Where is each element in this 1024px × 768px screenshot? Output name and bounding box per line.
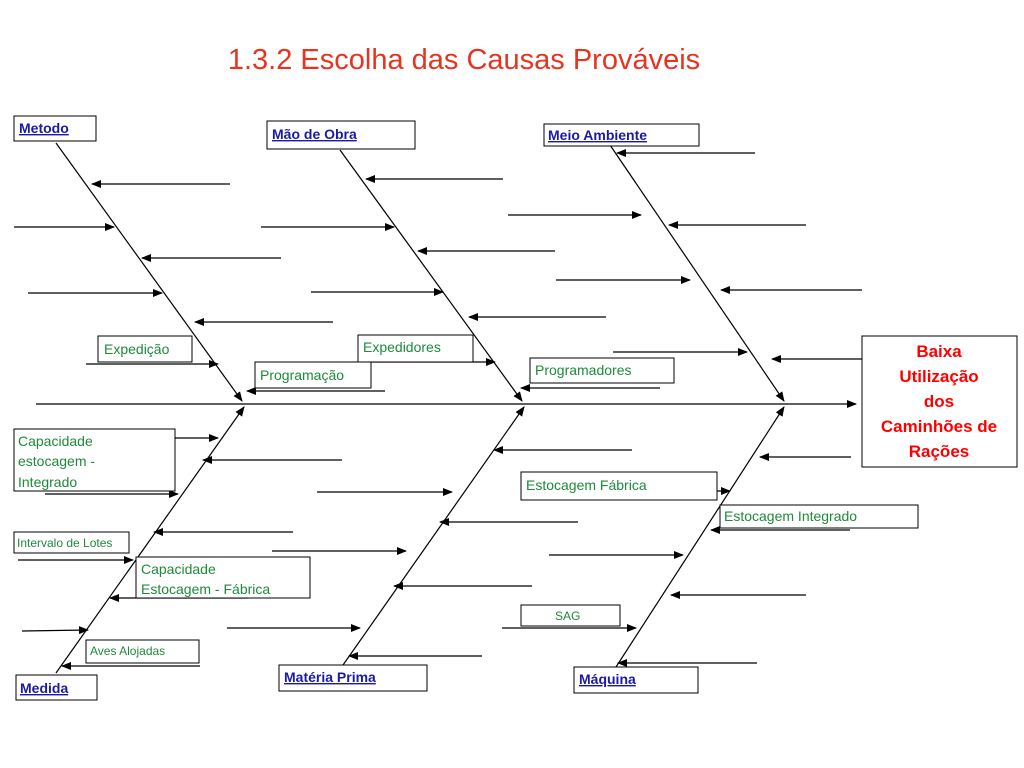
cause-intervalo-lotes-label: Intervalo de Lotes bbox=[17, 536, 112, 550]
cause-sag-label: SAG bbox=[555, 609, 580, 623]
effect-line-5: Rações bbox=[909, 442, 969, 461]
category-materia-prima-label: Matéria Prima bbox=[284, 669, 376, 685]
category-materia-prima: Matéria Prima bbox=[278, 664, 428, 692]
cause-capacidade-integrado-line-3: Integrado bbox=[18, 474, 77, 490]
category-mao-de-obra-label: Mão de Obra bbox=[272, 126, 357, 142]
category-metodo: Metodo bbox=[13, 115, 97, 142]
effect-box: Baixa Utilização dos Caminhões de Rações bbox=[861, 335, 1018, 468]
bone-metodo bbox=[55, 142, 243, 402]
cause-programacao: Programação bbox=[254, 361, 372, 389]
cause-capacidade-integrado-line-2: estocagem - bbox=[18, 453, 95, 469]
effect-line-1: Baixa bbox=[916, 342, 962, 361]
cause-capacidade-integrado: Capacidade estocagem - Integrado bbox=[13, 428, 176, 492]
category-medida-label: Medida bbox=[20, 680, 68, 696]
diagram-title: 1.3.2 Escolha das Causas Prováveis bbox=[227, 44, 701, 76]
cause-expedicao-label: Expedição bbox=[104, 341, 170, 357]
cause-estocagem-integrado: Estocagem Integrado bbox=[719, 504, 919, 529]
cause-programacao-label: Programação bbox=[260, 367, 344, 383]
effect-line-4: Caminhões de bbox=[881, 417, 997, 436]
effect-line-3: dos bbox=[924, 392, 954, 411]
bone-meio-ambiente bbox=[609, 144, 785, 402]
cause-expedidores: Expedidores bbox=[357, 334, 474, 363]
cause-capacidade-integrado-line-1: Capacidade bbox=[18, 433, 93, 449]
cause-estocagem-fabrica: Estocagem Fábrica bbox=[520, 471, 718, 501]
cause-estocagem-integrado-label: Estocagem Integrado bbox=[724, 508, 857, 524]
cause-arrow bbox=[21, 626, 89, 635]
cause-sag: SAG bbox=[520, 604, 621, 627]
cause-capacidade-fabrica-line-2: Estocagem - Fábrica bbox=[141, 581, 270, 597]
title-container: 1.3.2 Escolha das Causas Prováveis bbox=[0, 0, 1024, 90]
category-mao-de-obra: Mão de Obra bbox=[266, 120, 416, 150]
effect-line-2: Utilização bbox=[899, 367, 978, 386]
cause-estocagem-fabrica-label: Estocagem Fábrica bbox=[526, 477, 647, 493]
cause-programadores: Programadores bbox=[529, 357, 675, 384]
category-meio-ambiente-label: Meio Ambiente bbox=[548, 127, 647, 143]
cause-aves-alojadas: Aves Alojadas bbox=[85, 639, 200, 664]
category-medida: Medida bbox=[15, 674, 98, 701]
bone-maquina bbox=[615, 406, 785, 668]
cause-capacidade-fabrica: Capacidade Estocagem - Fábrica bbox=[135, 556, 311, 599]
category-maquina: Máquina bbox=[573, 666, 699, 694]
cause-expedidores-label: Expedidores bbox=[363, 339, 441, 355]
cause-expedicao: Expedição bbox=[97, 335, 193, 363]
cause-capacidade-fabrica-line-1: Capacidade bbox=[141, 561, 216, 577]
category-meio-ambiente: Meio Ambiente bbox=[543, 123, 700, 147]
cause-programadores-label: Programadores bbox=[535, 362, 632, 378]
cause-aves-alojadas-label: Aves Alojadas bbox=[90, 644, 165, 658]
category-metodo-label: Metodo bbox=[19, 120, 69, 136]
bone-materia-prima bbox=[342, 406, 525, 666]
cause-intervalo-lotes: Intervalo de Lotes bbox=[13, 531, 130, 554]
category-maquina-label: Máquina bbox=[579, 671, 636, 687]
